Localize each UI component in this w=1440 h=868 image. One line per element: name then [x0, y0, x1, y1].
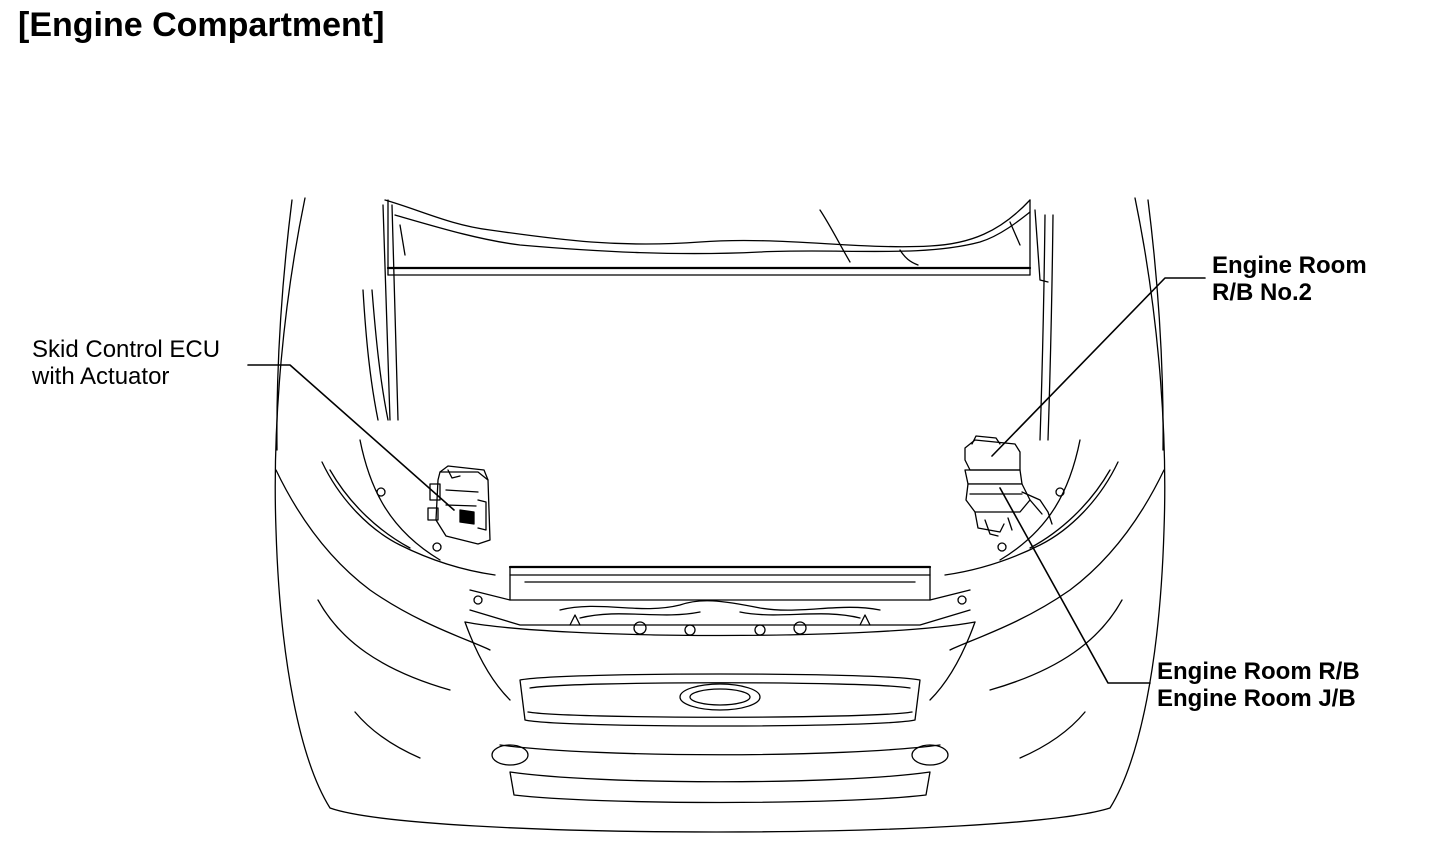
diagram-title: [Engine Compartment]: [18, 6, 385, 44]
skid-control-ecu-label-line1: Skid Control ECU: [32, 336, 221, 363]
engine-room-rb-no2-label-line1: Engine Room: [1212, 252, 1367, 279]
engine-room-rb-no2-label-line2: R/B No.2: [1212, 279, 1313, 306]
skid-control-ecu-label: Skid Control ECU with Actuator: [32, 336, 220, 390]
skid-control-ecu-label-line2: with Actuator: [32, 363, 170, 390]
engine-room-rb-no2-label: Engine Room R/B No.2: [1212, 252, 1367, 306]
front-bumper: [317, 599, 1123, 804]
fender-walls: [321, 439, 1119, 576]
car-body-outline: [274, 197, 1166, 833]
engine-room-rb-jb-label: Engine Room R/B Engine Room J/B: [1157, 658, 1360, 712]
engine-room-rb-label-line: Engine Room R/B: [1157, 658, 1360, 685]
skid-leader-line: [247, 364, 455, 511]
engine-room-jb-label-line: Engine Room J/B: [1157, 685, 1356, 712]
rb2-leader-line: [991, 277, 1206, 457]
skid-control-ecu-component: [427, 465, 491, 545]
callout-leader-lines: [247, 277, 1206, 684]
open-hood: [384, 199, 1049, 283]
radiator-support: [464, 565, 976, 637]
hood-struts: [362, 204, 1054, 441]
rb-jb-leader-line: [999, 487, 1151, 684]
engine-room-rb-no2-component: [964, 435, 1053, 537]
